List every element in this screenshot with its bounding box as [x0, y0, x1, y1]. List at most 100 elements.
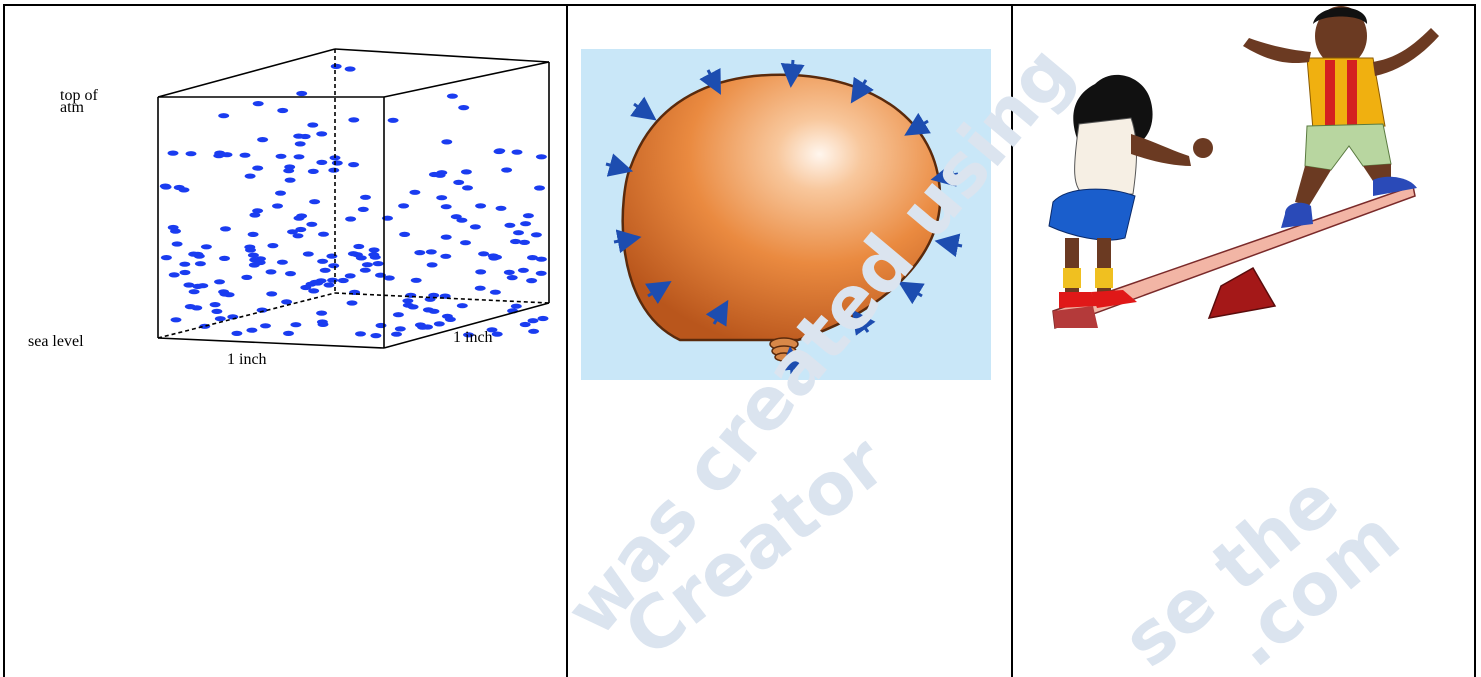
air-molecule	[428, 171, 440, 178]
air-molecule	[247, 231, 259, 237]
air-molecule	[302, 251, 314, 257]
air-molecule	[252, 165, 264, 171]
air-molecule	[317, 258, 329, 264]
air-molecule	[530, 232, 542, 238]
air-molecule	[348, 162, 360, 168]
air-molecule	[422, 307, 434, 313]
air-molecule	[425, 249, 437, 255]
air-molecule	[504, 222, 516, 228]
air-molecule	[414, 250, 426, 256]
air-molecule	[328, 167, 340, 173]
air-molecule	[214, 150, 226, 156]
top-back-edge	[334, 48, 550, 63]
boy-child	[1243, 6, 1439, 228]
column-box	[157, 48, 550, 349]
air-molecule	[353, 243, 365, 250]
air-molecule	[440, 204, 452, 210]
air-molecule	[528, 328, 540, 334]
atmosphere-column-figure: top of atm sea level 1 inch 1 inch	[28, 48, 550, 368]
air-molecule	[520, 221, 532, 227]
air-molecule	[450, 214, 462, 220]
air-molecule	[293, 215, 305, 221]
air-molecule	[510, 303, 522, 309]
air-molecule	[469, 224, 481, 230]
air-molecule	[491, 331, 503, 337]
air-molecule	[192, 251, 204, 257]
pressure-arrow	[705, 299, 729, 327]
air-molecule	[260, 323, 271, 329]
air-molecule	[375, 322, 387, 329]
air-molecule	[535, 256, 547, 262]
air-molecule	[501, 167, 513, 173]
air-molecule	[277, 107, 289, 114]
air-molecule	[316, 131, 328, 137]
air-molecule	[179, 269, 191, 276]
air-molecule	[284, 164, 296, 170]
top-right-edge	[383, 61, 550, 98]
air-molecule	[285, 271, 296, 277]
air-molecule	[209, 302, 221, 308]
air-molecule	[276, 259, 288, 265]
air-molecule	[474, 285, 486, 291]
hidden-bottom-edge	[157, 292, 336, 339]
air-molecule	[489, 289, 501, 295]
air-molecule	[511, 149, 523, 155]
air-molecule	[535, 154, 547, 160]
air-molecule	[318, 231, 329, 237]
air-molecule	[458, 105, 470, 111]
air-molecule	[283, 330, 294, 336]
air-molecule	[171, 241, 183, 247]
air-molecule	[402, 302, 414, 308]
air-molecule	[517, 267, 529, 273]
seesaw-board	[1052, 185, 1416, 330]
air-molecule	[456, 303, 468, 309]
air-molecule	[522, 213, 534, 219]
air-molecule	[519, 239, 530, 245]
air-molecule	[506, 275, 518, 281]
air-molecule	[475, 203, 487, 209]
air-molecule	[337, 277, 349, 284]
air-molecule	[460, 240, 471, 246]
air-molecule	[513, 230, 524, 236]
atmosphere-figure-cell: top of atm sea level 1 inch 1 inch	[5, 6, 566, 677]
pressure-arrow	[851, 309, 876, 336]
front-bottom-edge	[157, 337, 385, 349]
air-molecule	[486, 327, 498, 333]
seesaw-fulcrum	[1207, 266, 1277, 319]
air-molecule	[173, 184, 185, 191]
air-molecule	[294, 141, 306, 147]
air-molecule	[296, 90, 308, 97]
air-molecule	[247, 252, 259, 258]
air-molecule	[254, 259, 266, 266]
air-molecule	[526, 278, 538, 284]
air-molecule	[392, 312, 404, 318]
air-molecule	[307, 122, 319, 128]
air-molecule	[252, 208, 264, 214]
air-molecule	[265, 269, 277, 275]
air-molecule	[460, 169, 472, 175]
pressure-arrow	[605, 153, 634, 177]
air-molecule	[323, 282, 335, 288]
pressure-arrow	[930, 163, 959, 187]
air-molecule	[252, 101, 264, 107]
air-molecule	[391, 331, 402, 337]
air-molecule	[319, 267, 331, 273]
air-molecule	[308, 288, 320, 294]
air-molecule	[402, 298, 414, 304]
air-molecule	[428, 292, 440, 298]
air-molecule	[246, 327, 258, 333]
air-molecule	[266, 291, 278, 297]
air-molecule	[245, 247, 256, 253]
air-molecule	[503, 269, 515, 275]
air-molecule	[200, 244, 212, 250]
air-molecule	[422, 324, 433, 330]
air-molecule	[478, 251, 490, 257]
air-molecule	[267, 243, 279, 249]
pressure-arrow	[850, 76, 874, 104]
air-molecule	[293, 133, 305, 139]
air-molecule	[433, 321, 445, 327]
air-molecule	[284, 177, 296, 183]
air-molecule	[426, 262, 438, 268]
air-molecule	[309, 199, 321, 205]
